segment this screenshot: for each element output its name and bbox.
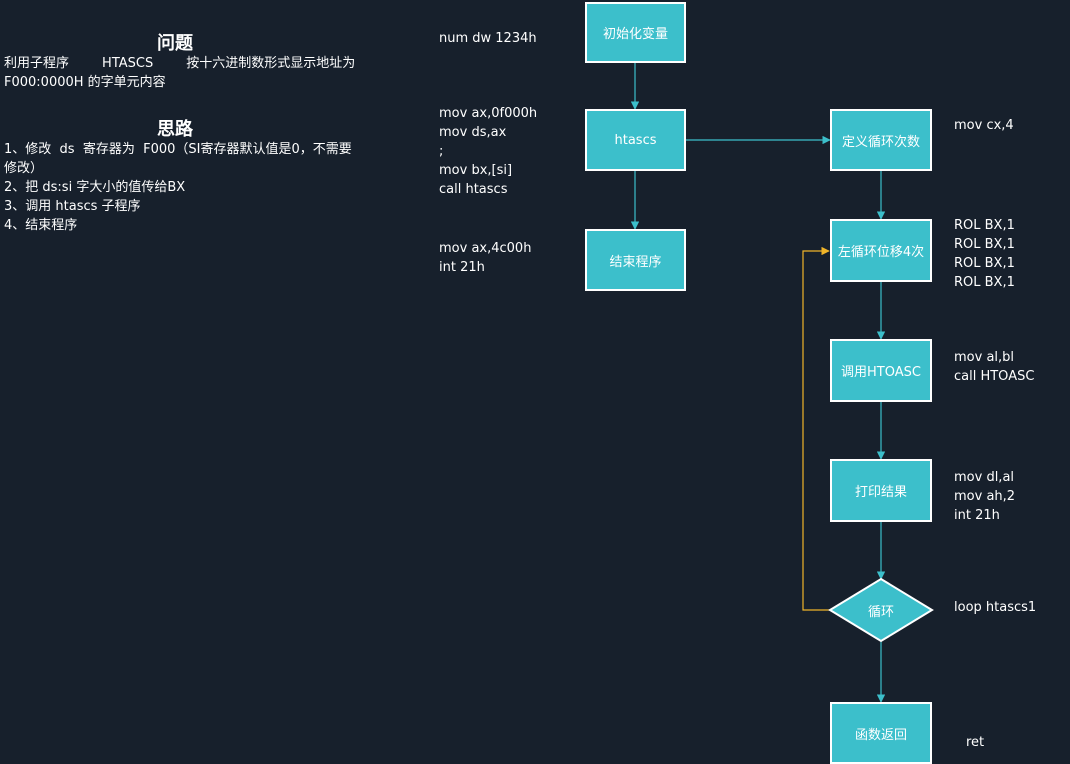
node-end-program[interactable]: 结束程序: [585, 229, 686, 291]
approach-line-2: 修改）: [4, 161, 44, 176]
problem-line-2: F000:0000H 的字单元内容: [4, 75, 166, 90]
code-ret: ret: [966, 735, 985, 750]
code-print: mov dl,al mov ah,2 int 21h: [954, 470, 1016, 523]
node-return[interactable]: 函数返回: [830, 702, 932, 764]
code-call-block: mov ax,0f000h mov ds,ax ; mov bx,[si] ca…: [439, 106, 538, 197]
approach-line-3: 2、把 ds:si 字大小的值传给BX: [4, 180, 186, 195]
problem-title: 问题: [157, 33, 193, 54]
approach-line-5: 4、结束程序: [4, 218, 78, 233]
node-rotate-left[interactable]: 左循环位移4次: [830, 219, 932, 282]
code-loop: loop htascs1: [954, 600, 1037, 615]
approach-title: 思路: [157, 119, 193, 140]
code-set-count: mov cx,4: [954, 118, 1014, 133]
node-init-vars[interactable]: 初始化变量: [585, 2, 686, 63]
problem-line-1: 利用子程序 HTASCS 按十六进制数形式显示地址为: [4, 56, 356, 71]
node-set-loop-count[interactable]: 定义循环次数: [830, 109, 932, 171]
node-htascs[interactable]: htascs: [585, 109, 686, 171]
code-init: num dw 1234h: [439, 31, 537, 46]
node-print-result[interactable]: 打印结果: [830, 459, 932, 522]
code-call-htoasc: mov al,bl call HTOASC: [954, 350, 1035, 384]
code-exit-block: mov ax,4c00h int 21h: [439, 241, 532, 275]
edge-loop-back-to-rotate: [802, 246, 830, 611]
approach-line-4: 3、调用 htascs 子程序: [4, 199, 141, 214]
node-call-htoasc[interactable]: 调用HTOASC: [830, 339, 932, 402]
node-loop-decision-label[interactable]: 循环: [867, 605, 894, 620]
code-rotate: ROL BX,1 ROL BX,1 ROL BX,1 ROL BX,1: [954, 218, 1015, 290]
approach-line-1: 1、修改 ds 寄存器为 F000（SI寄存器默认值是0，不需要: [4, 142, 352, 157]
